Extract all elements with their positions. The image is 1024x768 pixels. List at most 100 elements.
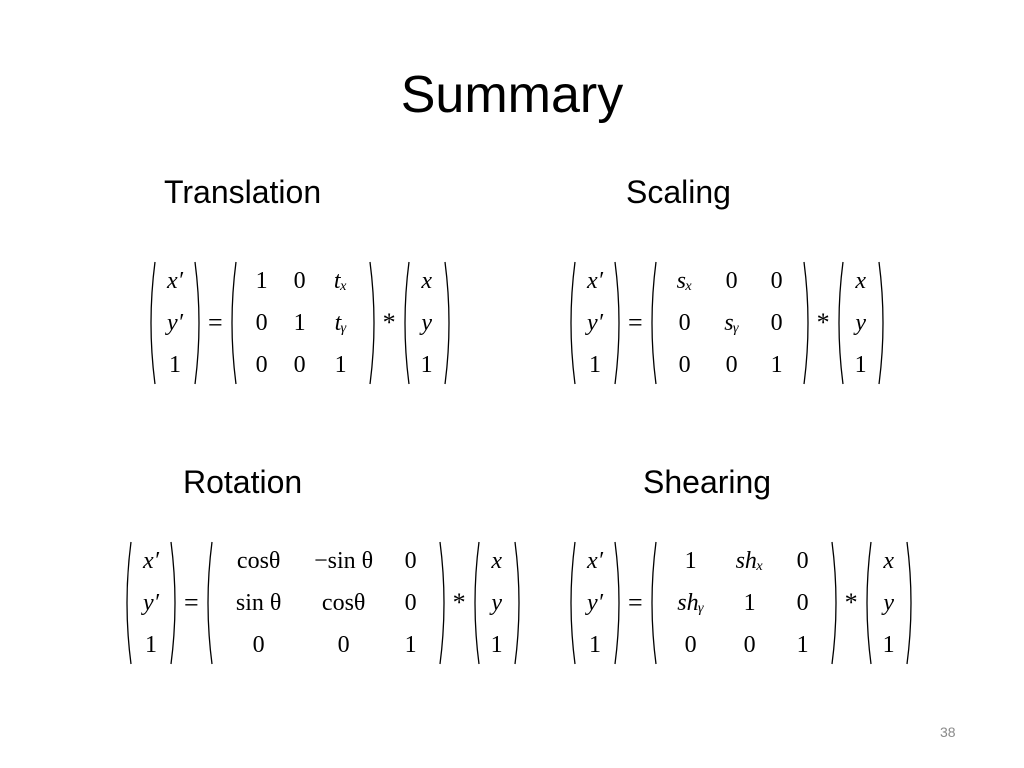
matrix-cell: y′ <box>587 590 603 616</box>
equals-sign: = <box>628 308 643 337</box>
rotation-title: Rotation <box>183 464 303 500</box>
matrix-cell: x′ <box>143 548 159 574</box>
matrix-cell: 1 <box>796 632 809 658</box>
matrix-cell: 0 <box>293 352 306 378</box>
transform-matrix: 1 shₓ 0 shᵧ 1 0 0 0 1 <box>647 540 841 666</box>
matrix-cell: sᵧ <box>724 310 740 336</box>
matrix-cell: sin θ <box>235 590 282 616</box>
matrix-cell: 1 <box>490 632 503 658</box>
matrix-cell: 1 <box>255 268 268 294</box>
matrix-cell: 0 <box>725 352 738 378</box>
lhs-vector: x′ y′ 1 <box>566 260 624 386</box>
rhs-vector: x y 1 <box>862 540 916 666</box>
matrix-cell: 0 <box>684 632 697 658</box>
matrix-cell: 1 <box>743 590 756 616</box>
matrix-cell: tᵧ <box>334 310 347 336</box>
matrix-cell: y′ <box>167 310 183 336</box>
matrix-cell: 0 <box>293 268 306 294</box>
matrix-cell: 1 <box>404 632 417 658</box>
left-parenthesis <box>400 260 410 386</box>
rotation-equation: x′ y′ 1 = cosθ −sin θ 0 sin θ cosθ 0 0 0… <box>122 540 524 666</box>
matrix-cell: 0 <box>252 632 265 658</box>
scaling-equation: x′ y′ 1 = sₓ 0 0 0 sᵧ 0 0 0 1 * x y 1 <box>566 260 888 386</box>
matrix-cell: 1 <box>293 310 306 336</box>
transform-matrix: cosθ −sin θ 0 sin θ cosθ 0 0 0 1 <box>203 540 449 666</box>
left-parenthesis <box>566 260 576 386</box>
matrix-cell: x <box>883 548 894 574</box>
left-parenthesis <box>862 540 872 666</box>
matrix-cell: x′ <box>587 268 603 294</box>
right-parenthesis <box>170 540 180 666</box>
matrix-cell: 0 <box>770 268 783 294</box>
lhs-vector: x′ y′ 1 <box>122 540 180 666</box>
matrix-cell: x′ <box>587 548 603 574</box>
matrix-cell: y <box>421 310 432 336</box>
transform-matrix: sₓ 0 0 0 sᵧ 0 0 0 1 <box>647 260 813 386</box>
transform-matrix: 1 0 tₓ 0 1 tᵧ 0 0 1 <box>227 260 379 386</box>
matrix-cell: 0 <box>404 548 417 574</box>
equals-sign: = <box>208 308 223 337</box>
shearing-equation: x′ y′ 1 = 1 shₓ 0 shᵧ 1 0 0 0 1 * x y 1 <box>566 540 916 666</box>
matrix-cell: 0 <box>678 310 691 336</box>
left-parenthesis <box>647 260 657 386</box>
right-parenthesis <box>514 540 524 666</box>
matrix-cell: x′ <box>167 268 183 294</box>
matrix-cell: y <box>491 590 502 616</box>
matrix-cell: 0 <box>404 590 417 616</box>
left-parenthesis <box>470 540 480 666</box>
matrix-cell: 0 <box>770 310 783 336</box>
left-parenthesis <box>647 540 657 666</box>
lhs-vector: x′ y′ 1 <box>566 540 624 666</box>
multiply-sign: * <box>382 308 396 337</box>
slide-title: Summary <box>400 66 624 124</box>
matrix-cell: x <box>491 548 502 574</box>
matrix-cell: 0 <box>255 352 268 378</box>
matrix-cell: y′ <box>143 590 159 616</box>
matrix-cell: 0 <box>255 310 268 336</box>
rhs-vector: x y 1 <box>470 540 524 666</box>
matrix-cell: 1 <box>770 352 783 378</box>
matrix-cell: 0 <box>796 548 809 574</box>
right-parenthesis <box>444 260 454 386</box>
right-parenthesis <box>194 260 204 386</box>
right-parenthesis <box>831 540 841 666</box>
left-parenthesis <box>834 260 844 386</box>
lhs-vector: x′ y′ 1 <box>146 260 204 386</box>
multiply-sign: * <box>452 588 466 617</box>
matrix-cell: cosθ <box>236 548 281 574</box>
shearing-title: Shearing <box>643 464 772 500</box>
matrix-cell: 0 <box>725 268 738 294</box>
right-parenthesis <box>906 540 916 666</box>
rhs-vector: x y 1 <box>834 260 888 386</box>
matrix-cell: 0 <box>743 632 756 658</box>
left-parenthesis <box>227 260 237 386</box>
matrix-cell: y′ <box>587 310 603 336</box>
left-parenthesis <box>566 540 576 666</box>
translation-title: Translation <box>164 174 322 210</box>
right-parenthesis <box>803 260 813 386</box>
left-parenthesis <box>203 540 213 666</box>
matrix-cell: 1 <box>589 352 601 378</box>
matrix-cell: 1 <box>169 352 181 378</box>
rhs-vector: x y 1 <box>400 260 454 386</box>
right-parenthesis <box>878 260 888 386</box>
matrix-cell: tₓ <box>333 268 348 294</box>
matrix-cell: y <box>855 310 866 336</box>
right-parenthesis <box>614 540 624 666</box>
matrix-cell: shᵧ <box>677 590 705 616</box>
right-parenthesis <box>439 540 449 666</box>
matrix-cell: 0 <box>796 590 809 616</box>
right-parenthesis <box>369 260 379 386</box>
multiply-sign: * <box>816 308 830 337</box>
left-parenthesis <box>122 540 132 666</box>
matrix-cell: shₓ <box>735 548 764 574</box>
matrix-cell: 1 <box>589 632 601 658</box>
matrix-cell: 1 <box>854 352 867 378</box>
matrix-cell: 0 <box>337 632 350 658</box>
equals-sign: = <box>628 588 643 617</box>
translation-equation: x′ y′ 1 = 1 0 tₓ 0 1 tᵧ 0 0 1 * x y 1 <box>146 260 454 386</box>
matrix-cell: 1 <box>334 352 347 378</box>
matrix-cell: 1 <box>145 632 157 658</box>
matrix-cell: sₓ <box>676 268 693 294</box>
matrix-cell: x <box>421 268 432 294</box>
